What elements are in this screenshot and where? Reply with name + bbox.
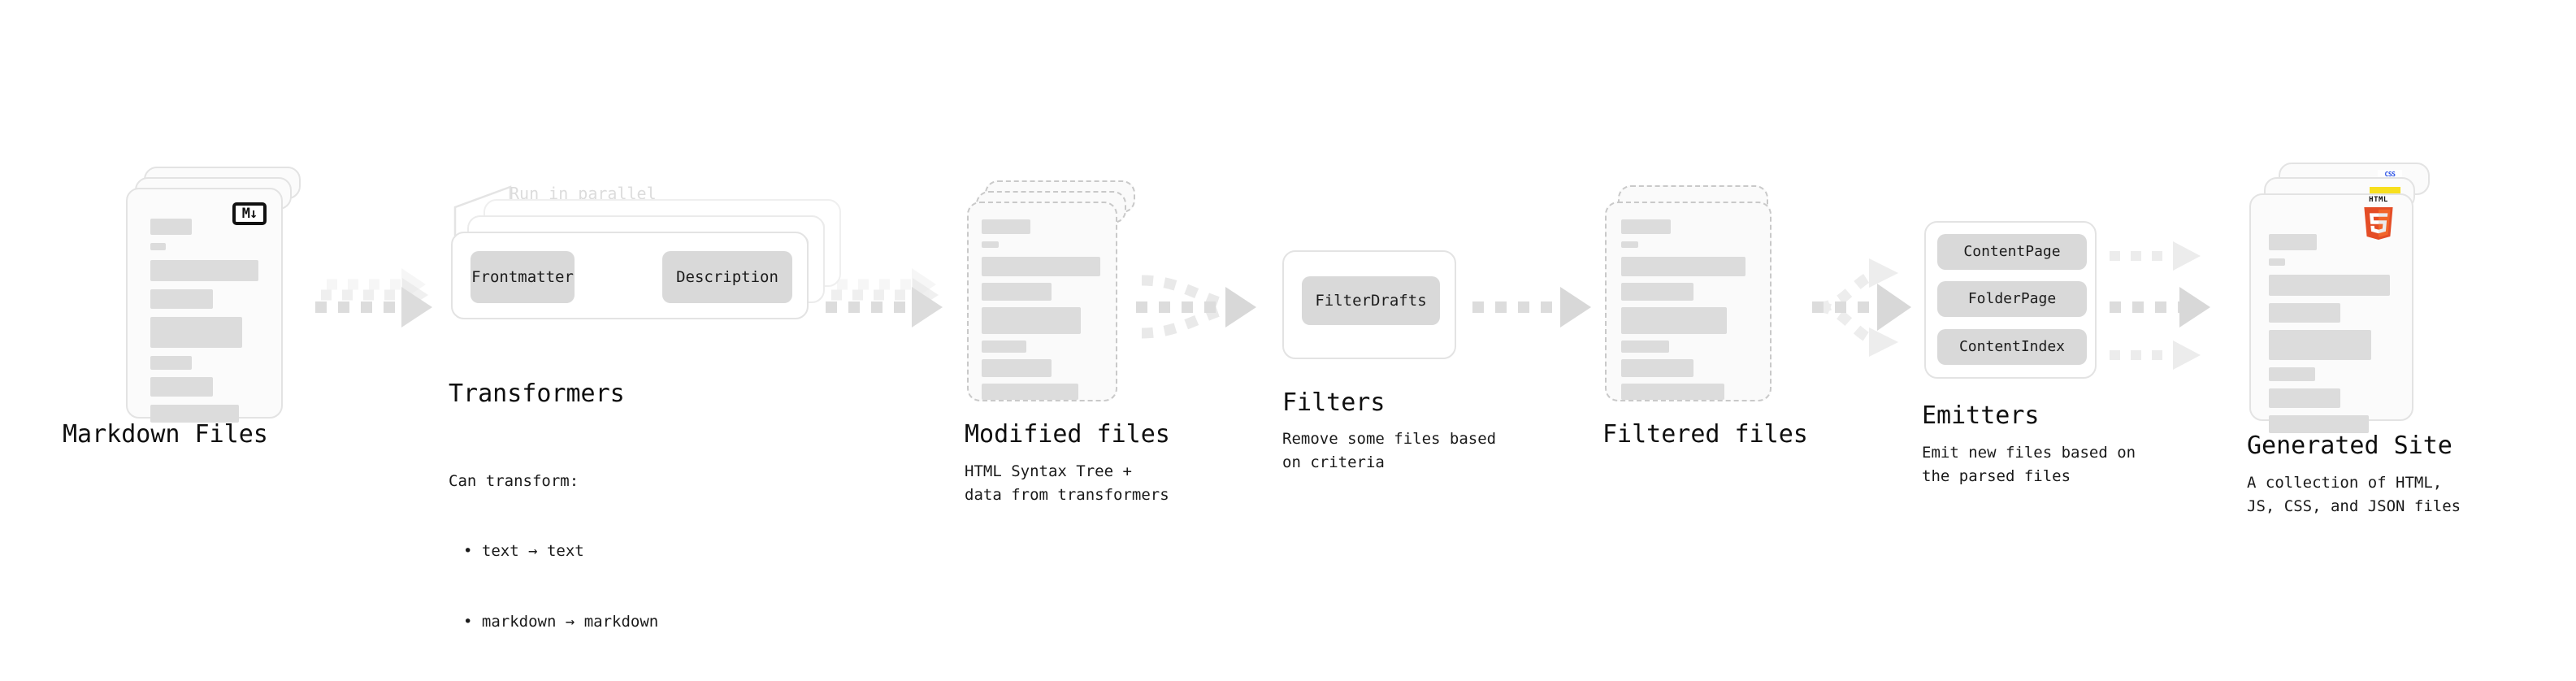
generated-card-skeleton bbox=[2251, 195, 2412, 433]
transformers-bullet-1: • markdown → markdown bbox=[463, 613, 659, 631]
markdown-file-stack: M↓ bbox=[126, 167, 301, 423]
modified-card-front bbox=[967, 202, 1117, 401]
html5-shield-icon bbox=[2364, 207, 2393, 240]
html5-badge: HTML bbox=[2360, 197, 2397, 242]
stage-filtered-files: Filtered files bbox=[1602, 180, 1808, 447]
emitter-pill-folderpage[interactable]: FolderPage bbox=[1937, 281, 2087, 317]
arrow-transformers-to-modified bbox=[826, 268, 943, 327]
modified-file-stack bbox=[967, 180, 1142, 424]
markdown-card-front bbox=[126, 188, 283, 423]
arrow-filtered-to-emitters bbox=[1812, 258, 1911, 357]
filtered-card-front bbox=[1605, 202, 1772, 401]
markdown-heading: Markdown Files bbox=[63, 420, 268, 449]
transformer-pill-frontmatter[interactable]: Frontmatter bbox=[471, 251, 575, 303]
filters-description: Remove some files based on criteria bbox=[1282, 430, 1497, 471]
generated-file-stack: CSS HTML bbox=[2249, 163, 2436, 433]
transformers-bullets-head: Can transform: bbox=[449, 471, 579, 490]
emitter-pill-contentindex[interactable]: ContentIndex bbox=[1937, 329, 2087, 365]
filtered-card-skeleton bbox=[1607, 203, 1770, 400]
generated-description: A collection of HTML, JS, CSS, and JSON … bbox=[2247, 474, 2461, 515]
transformers-heading: Transformers bbox=[449, 380, 625, 408]
transformers-bullet-0: • text → text bbox=[463, 542, 584, 561]
arrow-filters-to-filtered bbox=[1472, 287, 1591, 327]
transformer-group-front: Frontmatter Description bbox=[451, 232, 809, 319]
filter-pill-filterdrafts[interactable]: FilterDrafts bbox=[1302, 276, 1440, 325]
arrow-markdown-to-transformers bbox=[315, 268, 432, 327]
modified-heading: Modified files bbox=[965, 420, 1170, 449]
modified-card-skeleton bbox=[969, 203, 1116, 400]
markdown-card-skeleton bbox=[128, 189, 281, 423]
run-in-parallel-note: Run in parallel bbox=[510, 184, 657, 203]
markdown-badge: M↓ bbox=[232, 202, 267, 225]
emitters-description: Emit new files based on the parsed files bbox=[1922, 444, 2136, 485]
filtered-file-stack bbox=[1605, 180, 1780, 424]
transformer-pill-description[interactable]: Description bbox=[662, 251, 792, 303]
stage-modified-files: Modified files HTML Syntax Tree + data f… bbox=[965, 180, 1170, 504]
filters-group: FilterDrafts bbox=[1282, 250, 1456, 359]
transformers-bullets: Can transform: • text → text • markdown … bbox=[449, 423, 658, 681]
emitters-heading: Emitters bbox=[1922, 401, 2040, 430]
arrow-modified-to-filters bbox=[1136, 275, 1256, 339]
html5-badge-word: HTML bbox=[2369, 196, 2388, 204]
stage-markdown-files: M↓ Markdown Files bbox=[63, 167, 301, 447]
filters-heading: Filters bbox=[1282, 388, 1386, 417]
stage-generated-site: CSS HTML bbox=[2247, 163, 2461, 515]
emitters-group: ContentPage FolderPage ContentIndex bbox=[1924, 221, 2097, 379]
modified-description: HTML Syntax Tree + data from transformer… bbox=[965, 462, 1169, 504]
generated-heading: Generated Site bbox=[2247, 432, 2452, 460]
arrow-emitters-to-generated bbox=[2110, 241, 2210, 370]
emitter-pill-contentpage[interactable]: ContentPage bbox=[1937, 234, 2087, 270]
filtered-heading: Filtered files bbox=[1602, 420, 1808, 449]
